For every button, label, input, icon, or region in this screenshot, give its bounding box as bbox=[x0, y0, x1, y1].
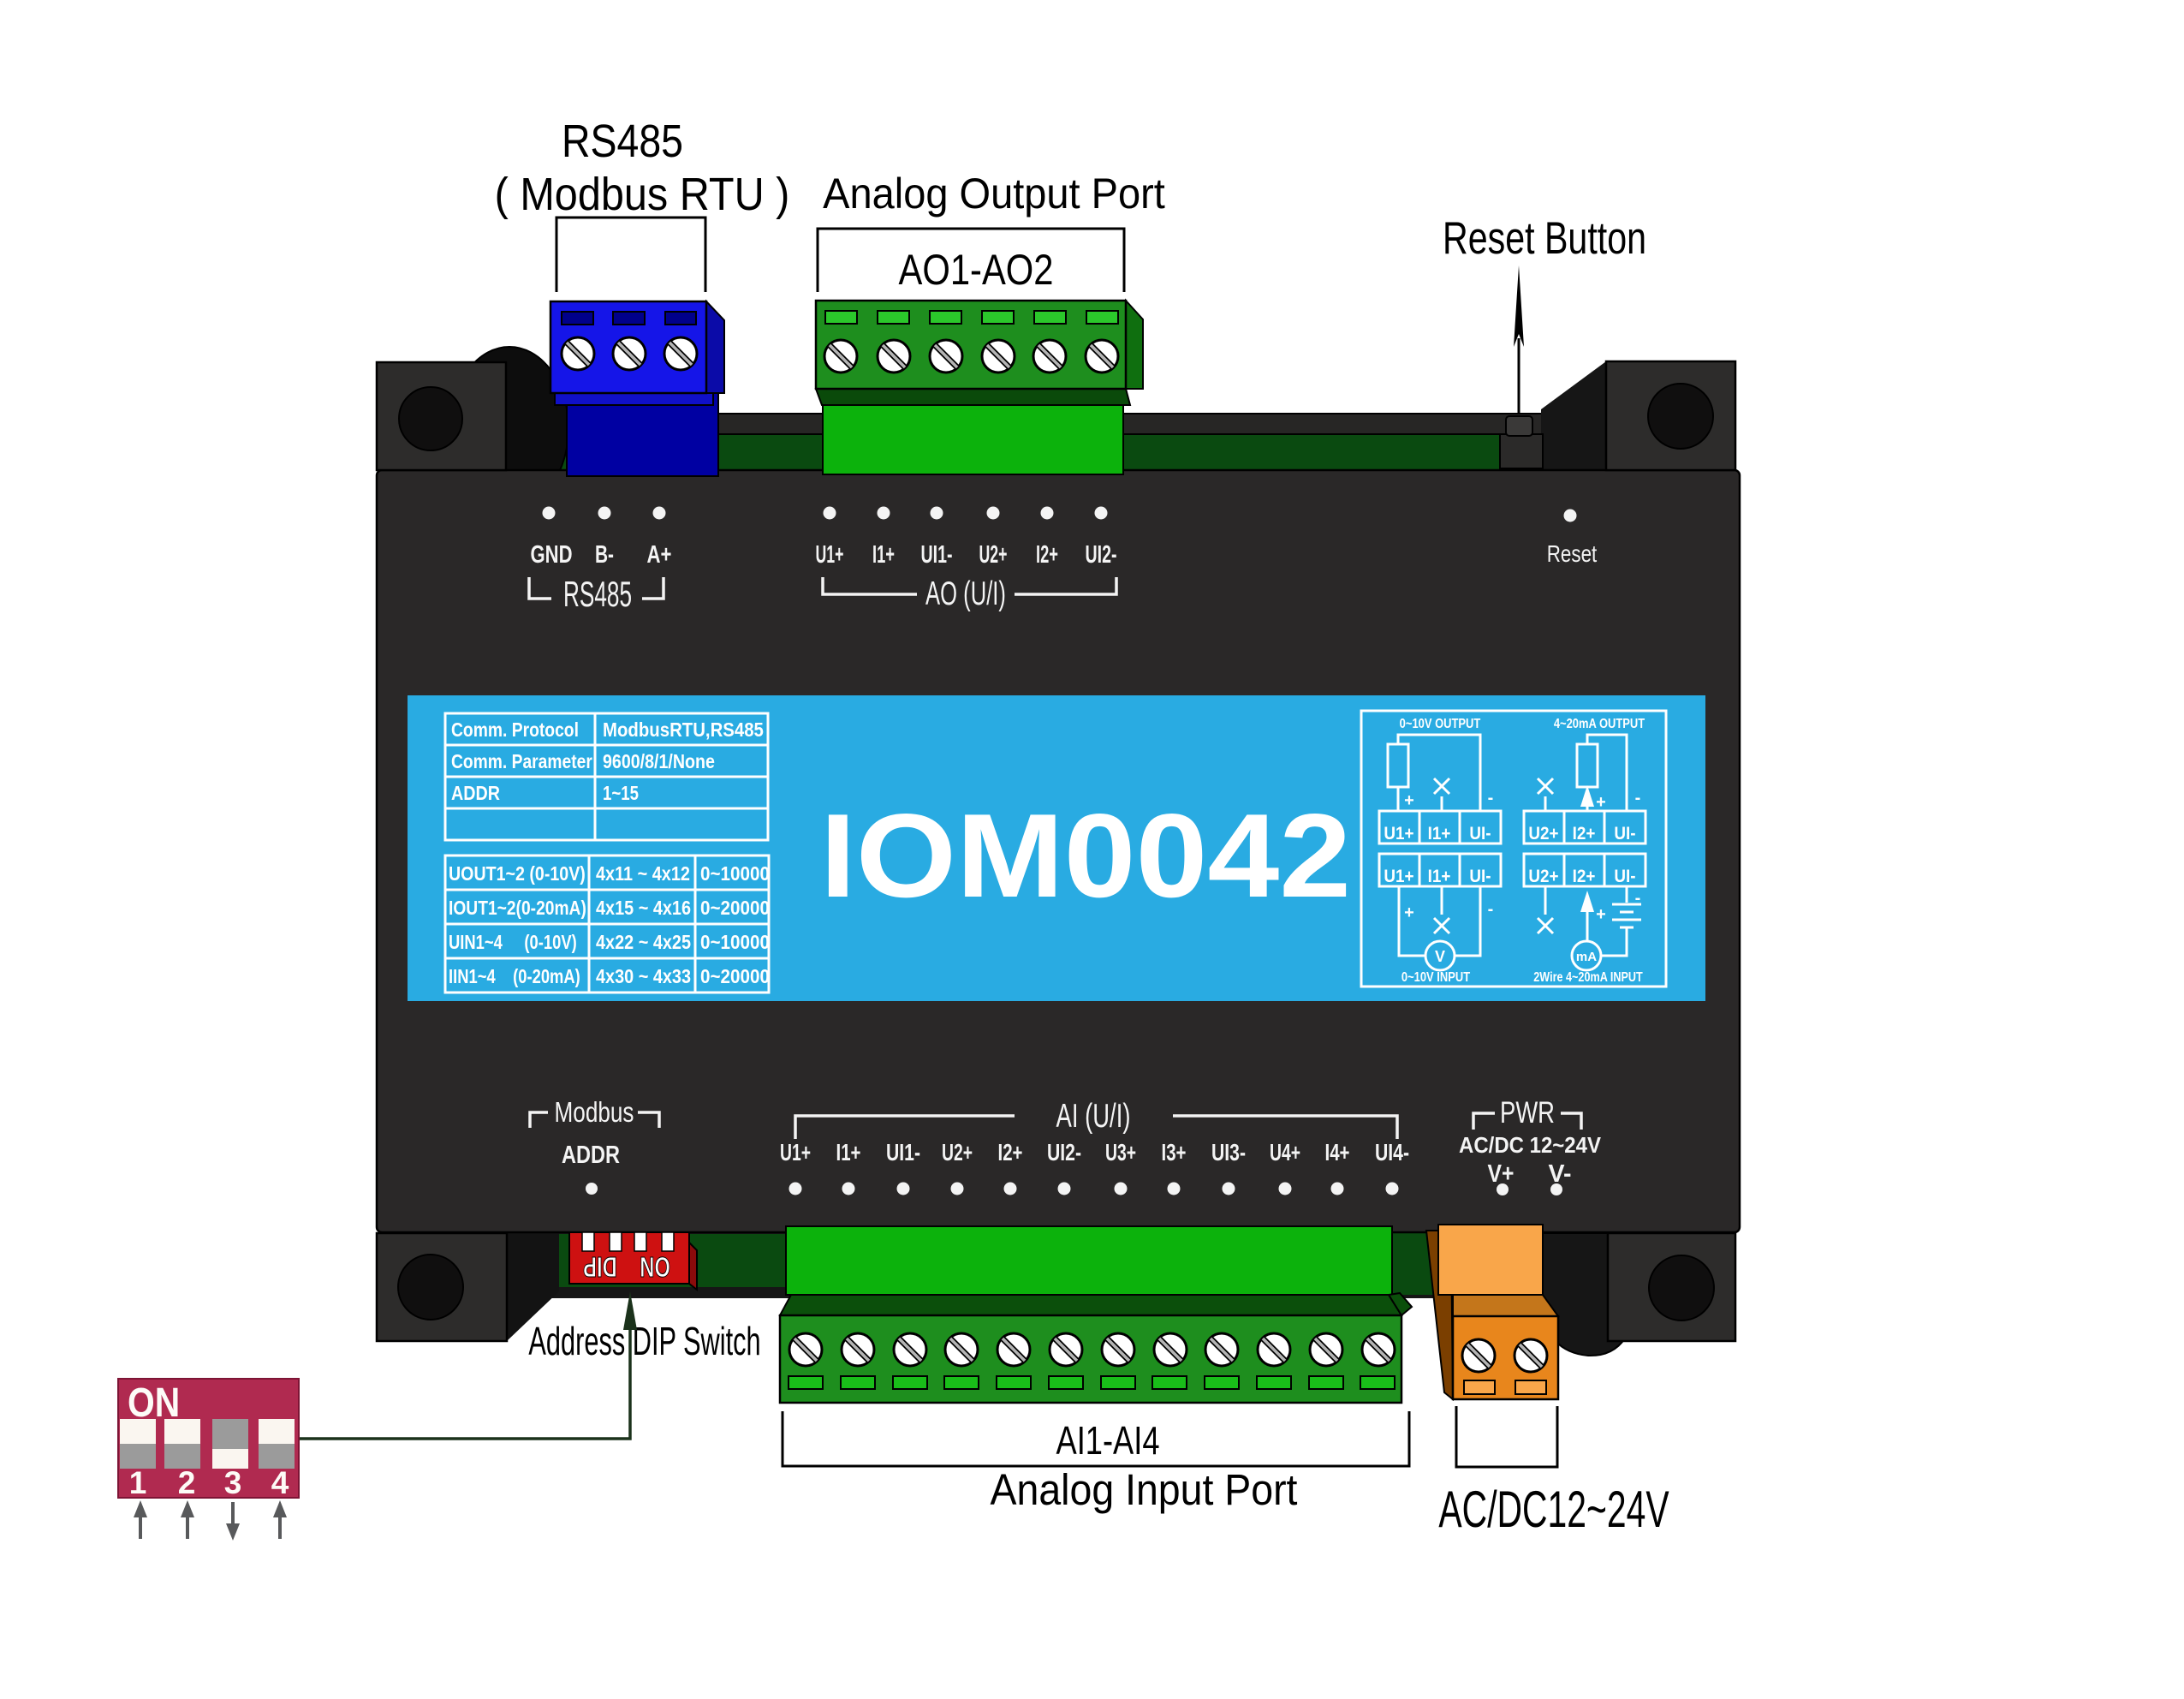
svg-text:AC/DC12~24V: AC/DC12~24V bbox=[1438, 1481, 1669, 1538]
svg-text:U1+: U1+ bbox=[816, 541, 844, 569]
svg-text:0~10V INPUT: 0~10V INPUT bbox=[1401, 970, 1470, 986]
svg-text:( Modbus RTU ): ( Modbus RTU ) bbox=[495, 168, 790, 220]
svg-text:U1+: U1+ bbox=[1384, 824, 1413, 844]
svg-text:U4+: U4+ bbox=[1270, 1140, 1300, 1166]
svg-text:3: 3 bbox=[224, 1465, 242, 1500]
svg-text:Comm. Protocol: Comm. Protocol bbox=[451, 719, 579, 741]
svg-text:+: + bbox=[1404, 791, 1414, 810]
svg-text:U3+: U3+ bbox=[1105, 1140, 1136, 1166]
svg-text:UI-: UI- bbox=[1469, 867, 1491, 886]
svg-text:0~10000: 0~10000 bbox=[700, 931, 770, 953]
svg-text:Analog Output Port: Analog Output Port bbox=[823, 170, 1165, 218]
svg-text:UI-: UI- bbox=[1469, 824, 1491, 844]
svg-text:AI1-AI4: AI1-AI4 bbox=[1056, 1418, 1159, 1463]
svg-text:4x11 ~ 4x12: 4x11 ~ 4x12 bbox=[596, 863, 690, 885]
svg-text:I2+: I2+ bbox=[1573, 867, 1596, 886]
svg-text:1: 1 bbox=[129, 1465, 147, 1500]
svg-text:AO (U/I): AO (U/I) bbox=[925, 575, 1006, 612]
svg-text:UIN1~4 (0-10V): UIN1~4 (0-10V) bbox=[449, 932, 577, 953]
svg-text:-: - bbox=[1635, 789, 1641, 808]
svg-text:AO1-AO2: AO1-AO2 bbox=[899, 245, 1054, 293]
svg-text:UI2-: UI2- bbox=[1086, 541, 1117, 569]
svg-text:UI3-: UI3- bbox=[1211, 1140, 1246, 1165]
svg-text:0~10000: 0~10000 bbox=[700, 862, 770, 885]
svg-text:0~10V OUTPUT: 0~10V OUTPUT bbox=[1400, 717, 1481, 732]
svg-text:+: + bbox=[1404, 903, 1414, 922]
svg-text:+: + bbox=[1596, 793, 1606, 812]
svg-text:I4+: I4+ bbox=[1325, 1140, 1350, 1166]
svg-text:ADDR: ADDR bbox=[562, 1141, 620, 1169]
svg-text:IOM0042: IOM0042 bbox=[820, 789, 1351, 921]
svg-text:RS485: RS485 bbox=[562, 115, 683, 167]
svg-text:I3+: I3+ bbox=[1162, 1140, 1187, 1166]
svg-text:I2+: I2+ bbox=[1573, 824, 1596, 844]
svg-text:0~20000: 0~20000 bbox=[700, 965, 770, 987]
svg-text:ON DIP: ON DIP bbox=[583, 1250, 670, 1282]
svg-text:1~15: 1~15 bbox=[603, 783, 639, 804]
svg-text:GND: GND bbox=[530, 541, 572, 569]
svg-text:I1+: I1+ bbox=[1428, 867, 1451, 886]
svg-text:V: V bbox=[1435, 948, 1445, 965]
svg-text:4: 4 bbox=[271, 1465, 289, 1500]
svg-text:ModbusRTU,RS485: ModbusRTU,RS485 bbox=[603, 718, 764, 741]
svg-text:-: - bbox=[1488, 900, 1494, 919]
svg-text:I1+: I1+ bbox=[836, 1140, 861, 1166]
svg-text:PWR: PWR bbox=[1500, 1096, 1555, 1130]
svg-text:U1+: U1+ bbox=[780, 1140, 811, 1166]
svg-text:AI (U/I): AI (U/I) bbox=[1056, 1097, 1131, 1135]
svg-text:V-: V- bbox=[1549, 1160, 1572, 1188]
svg-text:UOUT1~2 (0-10V): UOUT1~2 (0-10V) bbox=[449, 863, 586, 885]
svg-text:Comm. Parameter: Comm. Parameter bbox=[451, 751, 592, 772]
svg-text:I1+: I1+ bbox=[872, 541, 895, 569]
svg-text:4x30 ~ 4x33: 4x30 ~ 4x33 bbox=[596, 966, 691, 988]
svg-text:Reset: Reset bbox=[1547, 541, 1598, 568]
svg-text:Analog Input Port: Analog Input Port bbox=[991, 1466, 1298, 1514]
svg-text:Address DIP Switch: Address DIP Switch bbox=[528, 1320, 760, 1364]
svg-text:I2+: I2+ bbox=[998, 1140, 1023, 1166]
svg-text:0~20000: 0~20000 bbox=[700, 897, 770, 919]
svg-text:UI-: UI- bbox=[1614, 867, 1635, 886]
svg-text:UI4-: UI4- bbox=[1375, 1140, 1409, 1165]
svg-text:Reset Button: Reset Button bbox=[1443, 213, 1646, 264]
svg-text:U2+: U2+ bbox=[1528, 867, 1558, 886]
svg-text:V+: V+ bbox=[1488, 1159, 1515, 1187]
svg-text:UI2-: UI2- bbox=[1047, 1140, 1081, 1165]
svg-text:U2+: U2+ bbox=[1528, 824, 1558, 844]
svg-text:mA: mA bbox=[1576, 950, 1597, 964]
svg-text:2: 2 bbox=[178, 1465, 196, 1500]
svg-text:9600/8/1/None: 9600/8/1/None bbox=[603, 751, 715, 773]
svg-text:U2+: U2+ bbox=[979, 541, 1008, 569]
svg-text:U2+: U2+ bbox=[942, 1140, 973, 1166]
svg-text:ON: ON bbox=[128, 1380, 180, 1426]
svg-text:U1+: U1+ bbox=[1384, 867, 1413, 886]
svg-text:+: + bbox=[1596, 905, 1606, 924]
svg-text:2Wire 4~20mA INPUT: 2Wire 4~20mA INPUT bbox=[1533, 970, 1643, 986]
svg-text:ADDR: ADDR bbox=[451, 783, 500, 805]
svg-text:-: - bbox=[1488, 789, 1494, 808]
svg-text:IOUT1~2(0-20mA): IOUT1~2(0-20mA) bbox=[449, 897, 586, 919]
svg-text:4~20mA OUTPUT: 4~20mA OUTPUT bbox=[1554, 717, 1645, 732]
svg-text:4x15 ~ 4x16: 4x15 ~ 4x16 bbox=[596, 897, 691, 920]
svg-text:UI1-: UI1- bbox=[886, 1140, 920, 1165]
svg-text:RS485: RS485 bbox=[563, 575, 632, 615]
svg-text:B-: B- bbox=[595, 541, 614, 569]
svg-text:I2+: I2+ bbox=[1036, 541, 1058, 569]
svg-text:IIN1~4 (0-20mA): IIN1~4 (0-20mA) bbox=[449, 966, 580, 987]
svg-text:UI1-: UI1- bbox=[921, 541, 953, 569]
svg-text:UI-: UI- bbox=[1614, 824, 1635, 844]
svg-text:AC/DC 12~24V: AC/DC 12~24V bbox=[1459, 1133, 1601, 1158]
svg-text:4x22 ~ 4x25: 4x22 ~ 4x25 bbox=[596, 932, 691, 954]
svg-text:Modbus: Modbus bbox=[555, 1097, 634, 1129]
svg-text:A+: A+ bbox=[647, 541, 672, 568]
svg-text:I1+: I1+ bbox=[1428, 824, 1451, 844]
svg-text:-: - bbox=[1635, 889, 1641, 908]
